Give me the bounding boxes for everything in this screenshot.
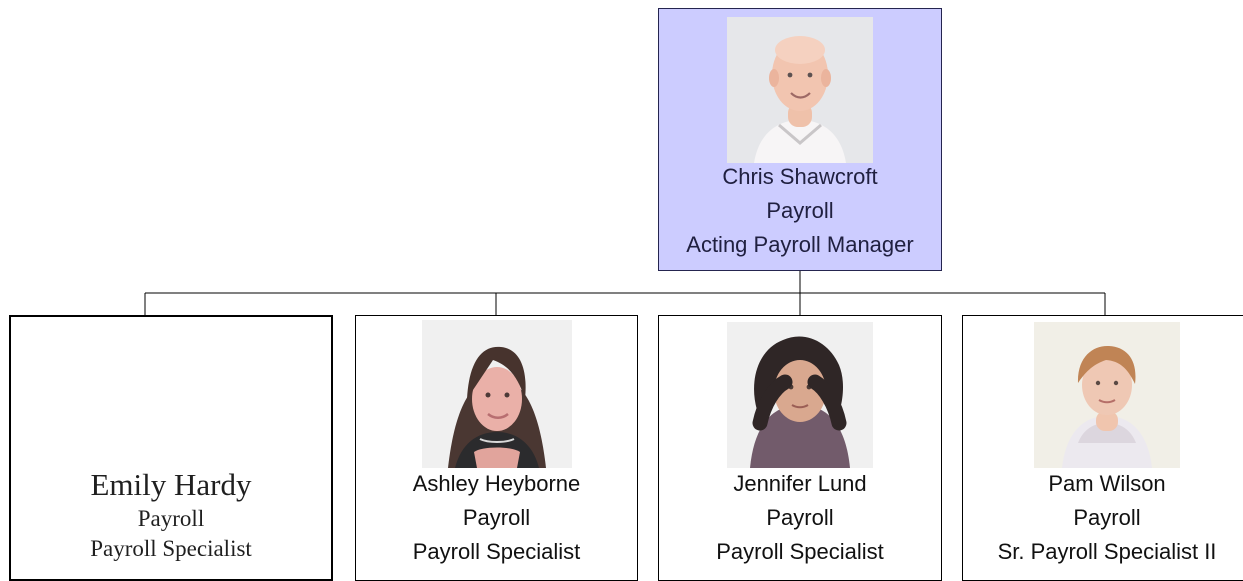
employee-name: Ashley Heyborne	[412, 471, 581, 496]
employee-card-pam[interactable]: Pam Wilson Payroll Sr. Payroll Specialis…	[962, 315, 1243, 581]
employee-department: Payroll	[137, 506, 205, 531]
jennifer-photo-image	[727, 322, 873, 468]
employee-name: Emily Hardy	[90, 467, 252, 502]
employee-department: Payroll	[462, 505, 531, 530]
manager-card[interactable]: Chris Shawcroft Payroll Acting Payroll M…	[658, 8, 942, 271]
jennifer-photo	[727, 322, 873, 468]
employee-title: Sr. Payroll Specialist II	[997, 539, 1217, 564]
manager-photo-image	[727, 17, 873, 163]
ashley-photo-image	[421, 320, 572, 468]
employee-name: Pam Wilson	[1048, 471, 1166, 496]
pam-photo	[1034, 322, 1180, 468]
manager-name: Chris Shawcroft	[722, 164, 878, 189]
employee-card-jennifer[interactable]: Jennifer Lund Payroll Payroll Specialist	[658, 315, 942, 581]
manager-department: Payroll	[766, 198, 834, 223]
employee-department: Payroll	[1073, 505, 1141, 530]
pam-photo-image	[1034, 322, 1180, 468]
manager-photo	[727, 17, 873, 163]
manager-title: Acting Payroll Manager	[686, 232, 914, 257]
employee-department: Payroll	[766, 505, 834, 530]
ashley-photo	[421, 320, 572, 468]
employee-title: Payroll Specialist	[716, 539, 884, 564]
employee-card-emily[interactable]: Emily Hardy Payroll Payroll Specialist	[9, 315, 333, 581]
employee-name: Jennifer Lund	[733, 471, 867, 496]
employee-title: Payroll Specialist	[412, 539, 581, 564]
employee-title: Payroll Specialist	[90, 536, 252, 561]
employee-card-ashley[interactable]: Ashley Heyborne Payroll Payroll Speciali…	[355, 315, 638, 581]
